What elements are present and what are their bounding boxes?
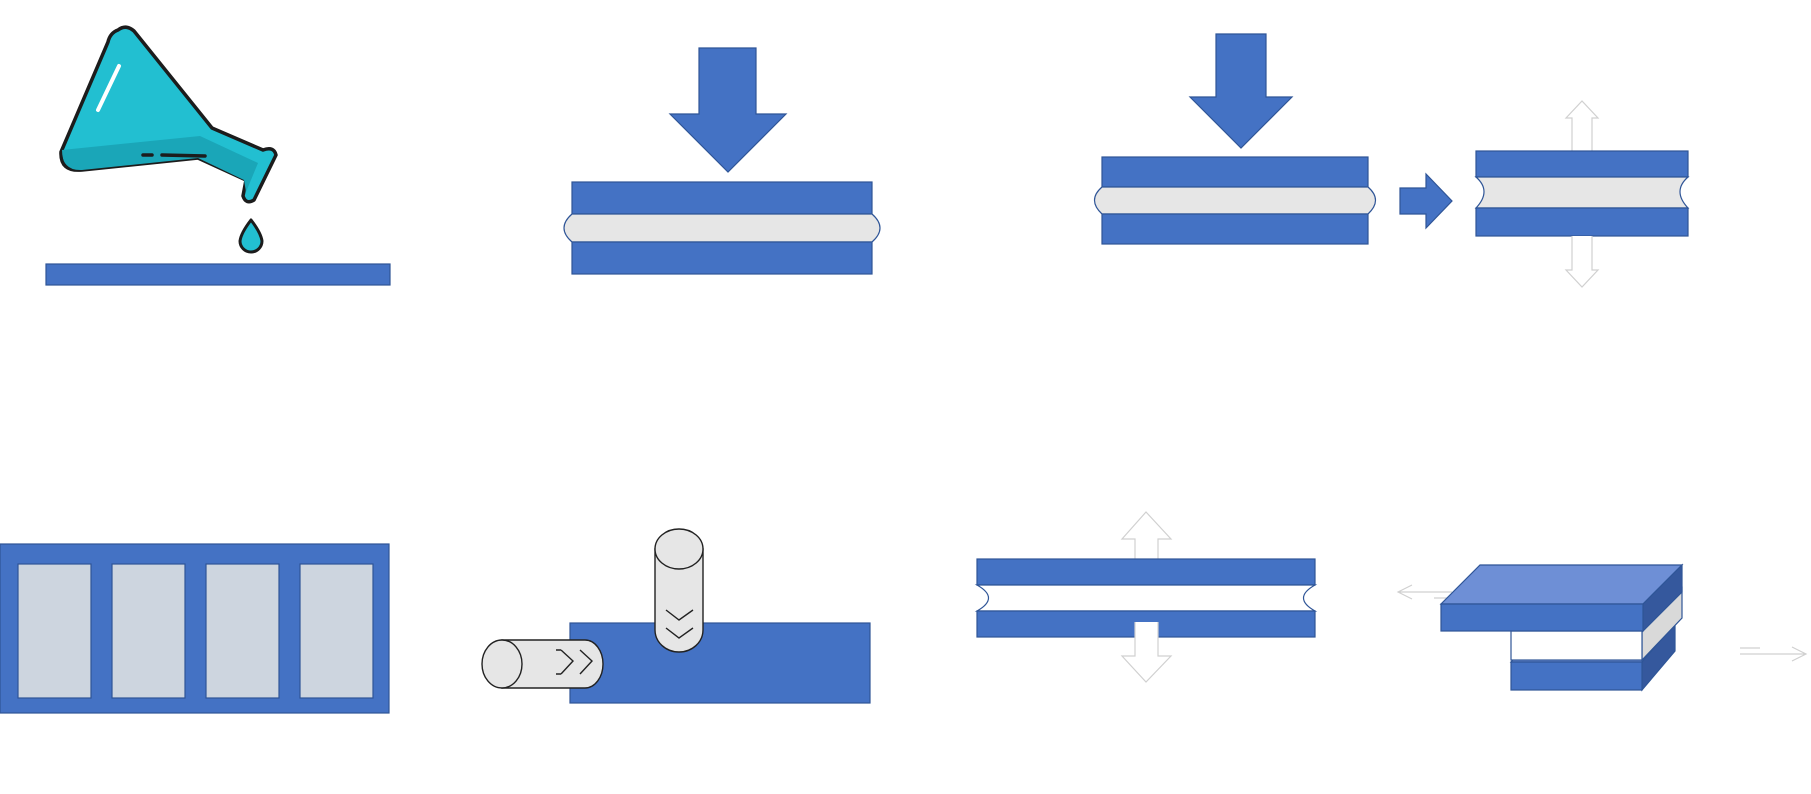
- roller-vertical-icon: [654, 528, 704, 653]
- panel-peel-apart: [974, 511, 1318, 683]
- top-plate: [571, 181, 873, 215]
- panel-drop-casting: [45, 25, 391, 286]
- flask-shadow: [62, 136, 258, 192]
- roller-vertical-body: [654, 548, 704, 653]
- roller-horizontal-end: [481, 639, 523, 689]
- flask-liquid-line-2: [160, 153, 207, 158]
- chevron-down-icon: [665, 609, 694, 621]
- pressed-bottom-plate: [1101, 213, 1369, 245]
- cell: [299, 563, 374, 699]
- roller-vertical-end: [654, 528, 704, 570]
- panel-cell-array: [0, 543, 390, 714]
- bottom-plate: [571, 241, 873, 275]
- arrow-left-hollow-icon: [1396, 584, 1452, 600]
- gap-film: [974, 584, 1318, 612]
- panel-roller-coating: [481, 528, 871, 704]
- roller-horizontal-body: [501, 639, 604, 689]
- top-plate: [976, 558, 1316, 586]
- arrow-up-hollow-icon: [1564, 100, 1600, 152]
- film-front: [1510, 630, 1643, 661]
- arrow-down-hollow-icon: [1564, 236, 1600, 288]
- released-film-layer: [1474, 176, 1690, 209]
- top-slab-3d: [1439, 563, 1684, 633]
- arrow-up-hollow-icon: [1120, 511, 1173, 570]
- top-slab-top: [1439, 564, 1684, 605]
- arrow-down-icon: [1188, 33, 1294, 149]
- cell: [205, 563, 280, 699]
- released-bottom-plate: [1475, 207, 1689, 237]
- pressed-film-layer: [1093, 186, 1377, 215]
- roller-horizontal-icon: [481, 639, 604, 689]
- panel-shear-slide: [1396, 563, 1808, 692]
- pressed-top-plate: [1101, 156, 1369, 188]
- substrate-plate: [45, 263, 391, 286]
- film-layer: [563, 213, 881, 243]
- cell: [111, 563, 186, 699]
- chevron-right-icon: [579, 649, 593, 675]
- chevron-right-icon: [556, 649, 574, 675]
- released-top-plate: [1475, 150, 1689, 178]
- bottom-slab-front: [1510, 661, 1643, 691]
- top-slab-front: [1440, 603, 1644, 632]
- substrate-block: [569, 622, 871, 704]
- cell: [17, 563, 92, 699]
- flask-highlight: [96, 64, 121, 112]
- arrow-down-hollow-icon: [1120, 622, 1173, 683]
- arrow-down-icon: [668, 47, 788, 173]
- flask-icon: [59, 25, 278, 204]
- arrow-right-icon: [1399, 172, 1453, 230]
- chevron-down-icon: [665, 627, 694, 639]
- panel-press-then-release: [1093, 33, 1690, 288]
- droplet-icon: [238, 218, 264, 254]
- panel-press-sandwich: [563, 47, 881, 275]
- arrow-right-hollow-icon: [1740, 646, 1808, 662]
